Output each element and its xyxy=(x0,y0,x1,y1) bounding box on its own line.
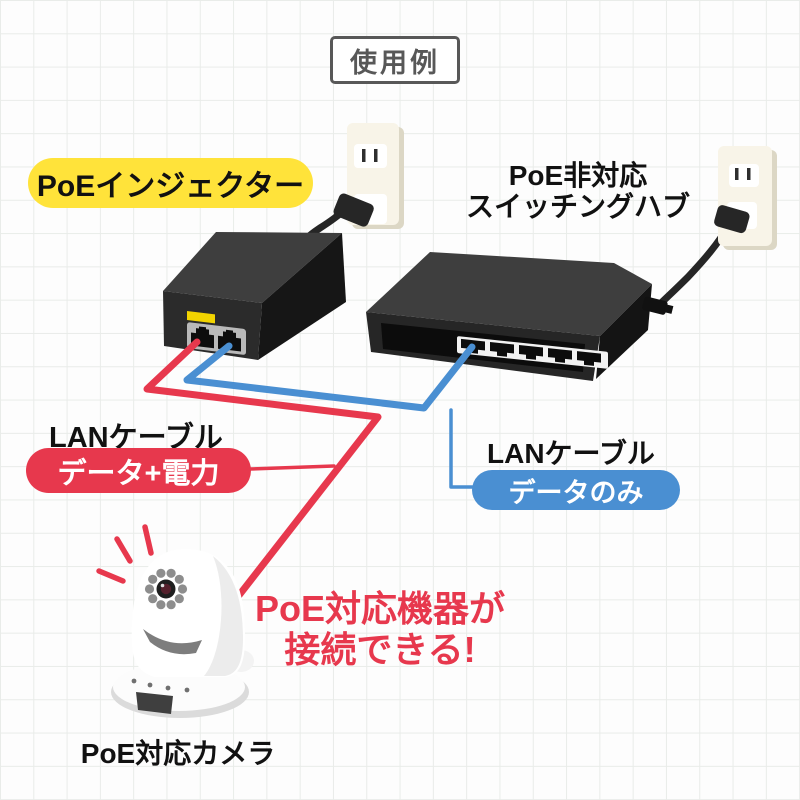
injector-top-face xyxy=(163,232,342,303)
camera-lens-icon xyxy=(144,568,188,610)
socket-slot-icon xyxy=(362,149,366,162)
poe-callout: PoE対応機器が 接続できる! xyxy=(255,588,505,670)
rj45-port-icon xyxy=(548,348,572,363)
badge-data-leader-line xyxy=(449,408,474,489)
rj45-port-icon xyxy=(519,345,543,360)
badge-power-leader-line xyxy=(248,464,336,471)
diagram-title-text: 使用例 xyxy=(350,47,440,78)
rj45-port-icon xyxy=(490,341,514,357)
socket-slot-icon xyxy=(374,149,378,162)
emphasis-marks-icon xyxy=(96,524,154,584)
power-plug-icon xyxy=(714,205,750,234)
lan-cable-power xyxy=(143,338,382,607)
socket-slot-icon xyxy=(735,168,739,180)
lan-cable-data-label: LANケーブル xyxy=(487,438,655,469)
poe-callout-line2: 接続できる! xyxy=(284,629,476,670)
diagram-title: 使用例 xyxy=(330,36,460,84)
camera-base-port xyxy=(136,692,173,714)
injector-led-strip xyxy=(187,311,215,324)
poe-callout-line1: PoE対応機器が xyxy=(254,588,506,629)
injector-side-face xyxy=(258,233,346,360)
badge-data-plus-power: データ+電力 xyxy=(26,448,251,493)
injector-label-pill: PoEインジェクター xyxy=(28,158,313,208)
camera-label: PoE対応カメラ xyxy=(80,738,276,769)
outlet-socket-top xyxy=(354,144,387,168)
socket-slot-icon xyxy=(747,168,751,180)
hub-power-connector xyxy=(642,296,674,315)
hub-right-face xyxy=(596,284,652,379)
poe-injector-device xyxy=(163,232,346,360)
camera-base-dots xyxy=(131,678,190,693)
badge-data-only: データのみ xyxy=(472,470,680,510)
hub-label-line2: スイッチングハブ xyxy=(465,191,691,222)
badge-data-plus-power-text: データ+電力 xyxy=(57,457,220,490)
rj45-port-icon xyxy=(577,351,601,366)
power-cable-right xyxy=(652,222,732,312)
wall-outlet-left xyxy=(333,123,404,229)
wall-outlet-right xyxy=(714,146,777,250)
hub-label: PoE非対応 スイッチングハブ xyxy=(466,160,690,222)
switching-hub-device xyxy=(366,252,674,381)
hub-top-face xyxy=(366,252,652,336)
power-plug-icon xyxy=(333,193,374,227)
badge-data-only-text: データのみ xyxy=(508,477,644,508)
camera-body-shading xyxy=(204,556,243,676)
injector-label-text: PoEインジェクター xyxy=(36,170,305,203)
lan-cable-data xyxy=(183,342,476,412)
hub-port-strip xyxy=(457,336,608,369)
outlet-socket-top xyxy=(729,164,759,187)
ip-camera-illustration xyxy=(96,524,254,718)
camera-tilt-slit xyxy=(143,629,202,655)
hub-label-line1: PoE非対応 xyxy=(508,160,648,191)
